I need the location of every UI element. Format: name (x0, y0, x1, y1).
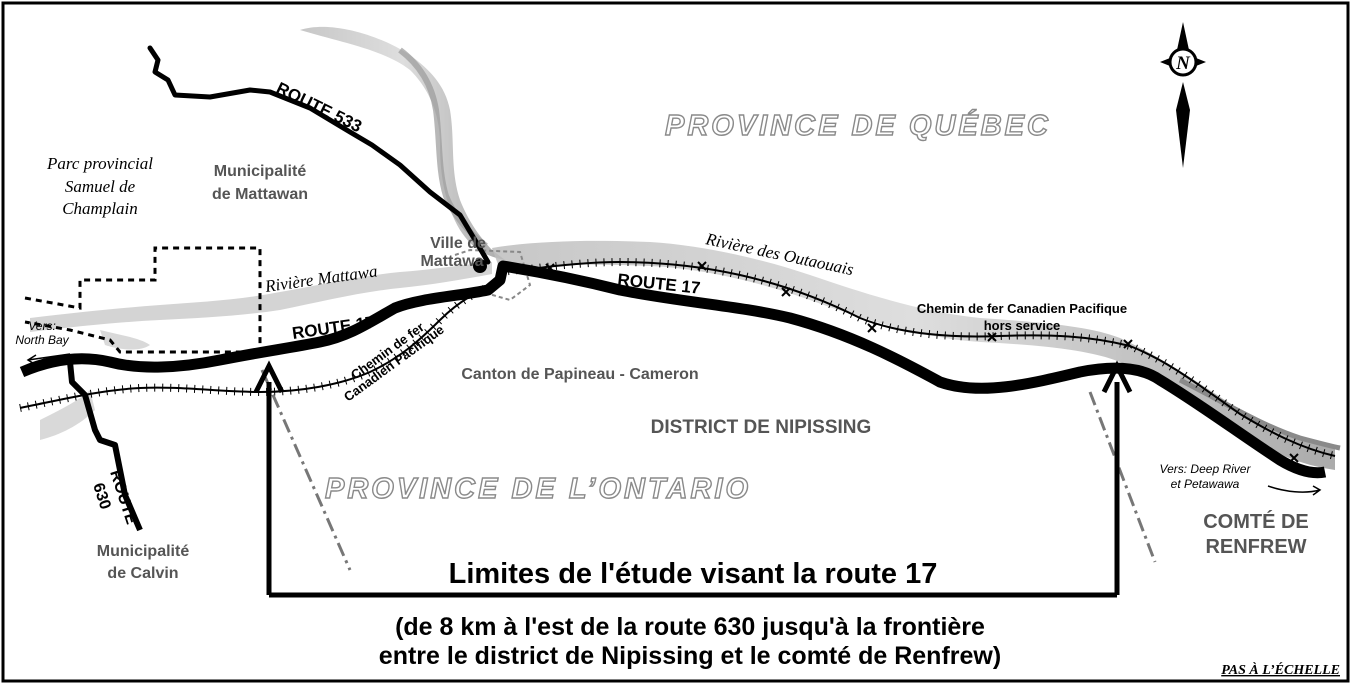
ville-label-line2: Mattawa (420, 253, 483, 270)
mattawan-label-line1: Municipalité (214, 163, 307, 180)
canton-label: Canton de Papineau - Cameron (461, 366, 698, 383)
compass-rose-icon: N (1160, 22, 1206, 168)
mattawan-label-line2: de Mattawan (212, 186, 308, 203)
district-boundary-dashdot (1088, 391, 1157, 563)
deep-river-label-line2: et Petawawa (1171, 477, 1240, 491)
study-subtitle-line1: (de 8 km à l'est de la route 630 jusqu'à… (395, 613, 985, 641)
deep-river-label-line1: Vers: Deep River (1160, 462, 1252, 476)
parc-label-line3: Champlain (62, 199, 138, 218)
north-bay-label-line1: Vers: (28, 319, 56, 333)
north-bay-arrow-icon (26, 353, 71, 366)
parc-label-line1: Parc provincial (46, 154, 153, 173)
compass-letter: N (1175, 53, 1191, 74)
cp-rail-east-label-line2: hors service (984, 318, 1061, 333)
north-bay-label-line2: North Bay (15, 333, 69, 347)
study-limit-bracket (266, 382, 1120, 598)
renfrew-label-line1: COMTÉ DE (1203, 510, 1309, 533)
scale-note: PAS À L’ÉCHELLE (1221, 661, 1340, 678)
province-quebec-label: PROVINCE DE QUÉBEC (665, 109, 1051, 142)
route-17-road (19, 260, 1327, 479)
study-limit-east-arrow (1101, 360, 1133, 394)
town-dot-icon (473, 259, 487, 273)
parc-label-line2: Samuel de (65, 177, 136, 196)
study-limit-west-arrow (253, 360, 285, 394)
renfrew-label-line2: RENFREW (1205, 536, 1306, 558)
cp-rail-east-label-line1: Chemin de fer Canadien Pacifique (917, 301, 1127, 316)
study-title: Limites de l'étude visant la route 17 (449, 558, 938, 590)
cp-railway-west (19, 278, 502, 412)
route-533-road (147, 45, 491, 265)
district-label: DISTRICT DE NIPISSING (651, 417, 872, 438)
study-subtitle-line2: entre le district de Nipissing et le com… (379, 642, 1001, 670)
study-limit-west-dashdot (260, 369, 352, 571)
deep-river-arrow-icon (1267, 485, 1322, 496)
route-630-road (67, 361, 143, 532)
province-ontario-label: PROVINCE DE L’ONTARIO (325, 473, 751, 505)
calvin-label-line2: de Calvin (107, 565, 178, 582)
ville-label-line1: Ville de (430, 235, 486, 252)
calvin-label-line1: Municipalité (97, 543, 190, 560)
